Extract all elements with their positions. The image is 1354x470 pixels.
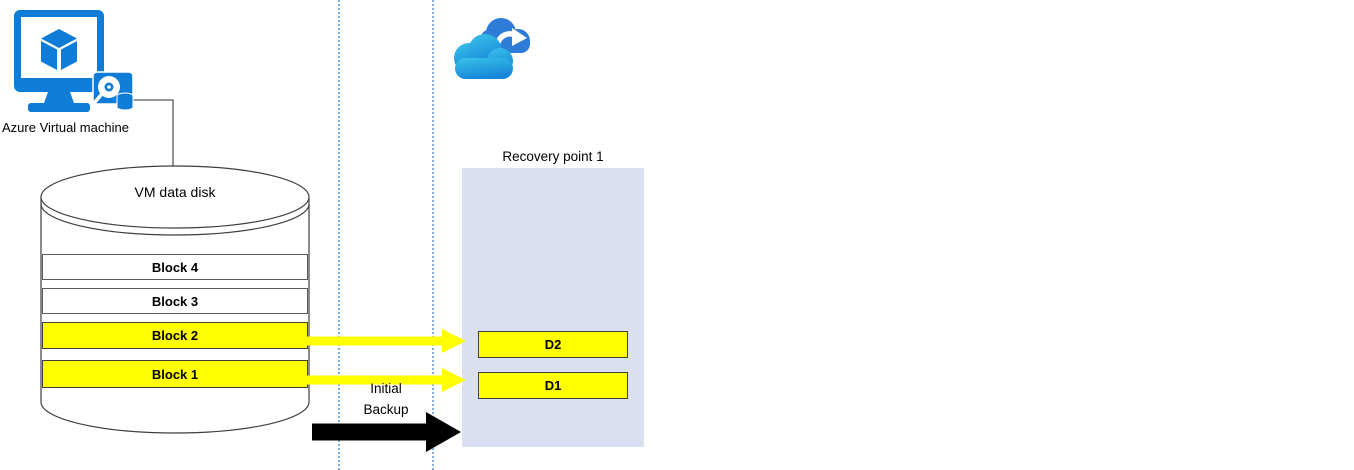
- block-1: Block 1: [42, 360, 308, 388]
- delta-d1: D1: [478, 372, 628, 399]
- cube-icon: [41, 29, 77, 70]
- initial-backup-line1: Initial: [370, 381, 402, 396]
- block-2: Block 2: [42, 322, 308, 349]
- disk-magnifier-icon: [92, 71, 134, 111]
- recovery-point-panel: [462, 168, 644, 447]
- azure-vm-icon: [14, 10, 134, 112]
- block-4-label: Block 4: [151, 259, 199, 275]
- cloud-front: [454, 34, 513, 79]
- initial-backup-line2: Backup: [363, 402, 409, 417]
- block-2-label: Block 2: [151, 328, 199, 343]
- delta-d2: D2: [478, 331, 628, 358]
- delta-d1-label: D1: [544, 378, 562, 393]
- block2-to-d2-arrow: [306, 329, 466, 353]
- recovery-point-title: Recovery point 1: [502, 149, 604, 164]
- delta-d2-label: D2: [544, 337, 562, 352]
- block-3-label: Block 3: [151, 293, 199, 309]
- initial-backup-arrow: [312, 412, 461, 452]
- dotted-separator-left: [338, 0, 340, 470]
- block-1-label: Block 1: [151, 366, 199, 382]
- initial-backup-label: Initial Backup: [339, 378, 433, 420]
- vm-label: Azure Virtual machine: [2, 120, 129, 135]
- block-4: Block 4: [42, 254, 308, 280]
- vm-to-disk-connector: [133, 99, 174, 167]
- block1-to-d1-arrow: [306, 368, 466, 392]
- block-3: Block 3: [42, 288, 308, 314]
- azure-backup-cloud-icon: [454, 18, 530, 79]
- disk-title: VM data disk: [134, 184, 216, 200]
- dotted-separator-right: [432, 0, 434, 470]
